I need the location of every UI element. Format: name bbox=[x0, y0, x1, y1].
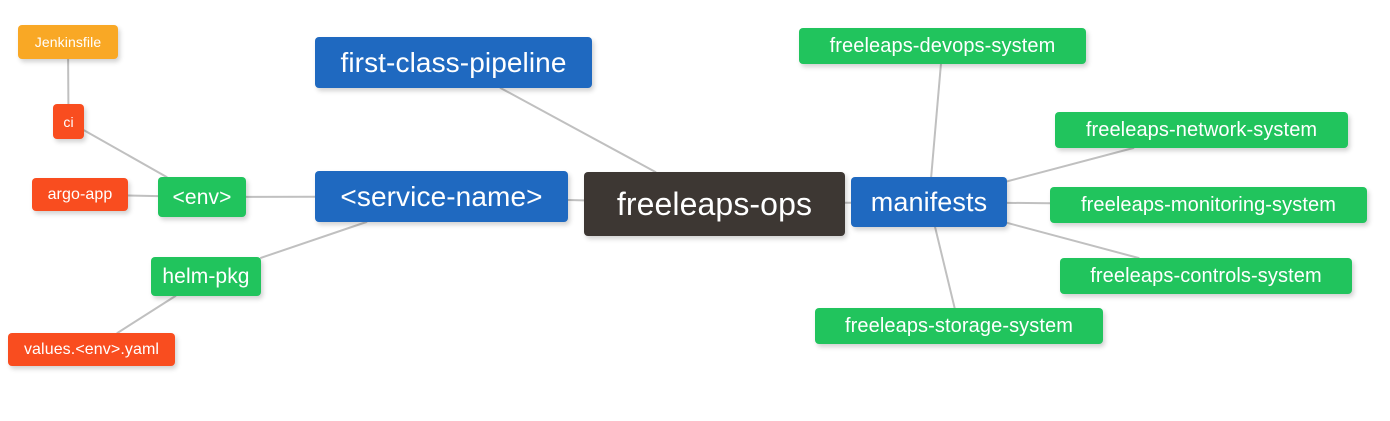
node-freeleaps-ops[interactable]: freeleaps-ops bbox=[584, 172, 845, 236]
node-freeleaps-network-system[interactable]: freeleaps-network-system bbox=[1055, 112, 1348, 148]
node-service-name[interactable]: <service-name> bbox=[315, 171, 568, 222]
node-freeleaps-storage-system[interactable]: freeleaps-storage-system bbox=[815, 308, 1103, 344]
edge-manifests-to-freeleaps-controls-system bbox=[1006, 221, 1140, 259]
edge-manifests-to-freeleaps-storage-system bbox=[934, 226, 956, 309]
node-label: helm-pkg bbox=[162, 265, 250, 288]
node-values-env-yaml[interactable]: values.<env>.yaml bbox=[8, 333, 175, 366]
node-jenkinsfile[interactable]: Jenkinsfile bbox=[18, 25, 118, 59]
node-label: values.<env>.yaml bbox=[23, 340, 160, 358]
node-freeleaps-controls-system[interactable]: freeleaps-controls-system bbox=[1060, 258, 1352, 294]
node-freeleaps-devops-system[interactable]: freeleaps-devops-system bbox=[799, 28, 1086, 64]
node-label: freeleaps-ops bbox=[616, 186, 813, 222]
node-label: freeleaps-storage-system bbox=[844, 315, 1074, 337]
node-label: first-class-pipeline bbox=[340, 46, 567, 78]
edge-ci-to-env bbox=[83, 129, 168, 178]
node-manifests[interactable]: manifests bbox=[851, 177, 1007, 227]
node-label: freeleaps-devops-system bbox=[829, 35, 1056, 57]
node-env[interactable]: <env> bbox=[158, 177, 246, 217]
node-label: manifests bbox=[870, 186, 988, 217]
node-label: <env> bbox=[172, 185, 232, 209]
node-label: freeleaps-monitoring-system bbox=[1080, 194, 1336, 216]
node-freeleaps-monitoring-system[interactable]: freeleaps-monitoring-system bbox=[1050, 187, 1367, 223]
node-label: <service-name> bbox=[340, 180, 543, 212]
node-label: freeleaps-network-system bbox=[1085, 119, 1318, 141]
node-label: argo-app bbox=[47, 185, 113, 203]
node-label: Jenkinsfile bbox=[34, 34, 102, 50]
edge-manifests-to-freeleaps-network-system bbox=[1006, 147, 1135, 183]
edge-helm-pkg-to-service-name bbox=[260, 221, 368, 259]
edge-argo-app-to-env bbox=[127, 194, 159, 198]
node-label: ci bbox=[63, 113, 74, 130]
node-helm-pkg[interactable]: helm-pkg bbox=[151, 257, 261, 296]
edge-manifests-to-freeleaps-devops-system bbox=[930, 63, 942, 178]
edge-values-env-yaml-to-helm-pkg bbox=[116, 295, 177, 334]
node-label: freeleaps-controls-system bbox=[1090, 265, 1322, 287]
edge-first-class-pipeline-to-freeleaps-ops bbox=[499, 87, 657, 173]
node-argo-app[interactable]: argo-app bbox=[32, 178, 128, 211]
node-ci[interactable]: ci bbox=[53, 104, 84, 139]
node-first-class-pipeline[interactable]: first-class-pipeline bbox=[315, 37, 592, 88]
